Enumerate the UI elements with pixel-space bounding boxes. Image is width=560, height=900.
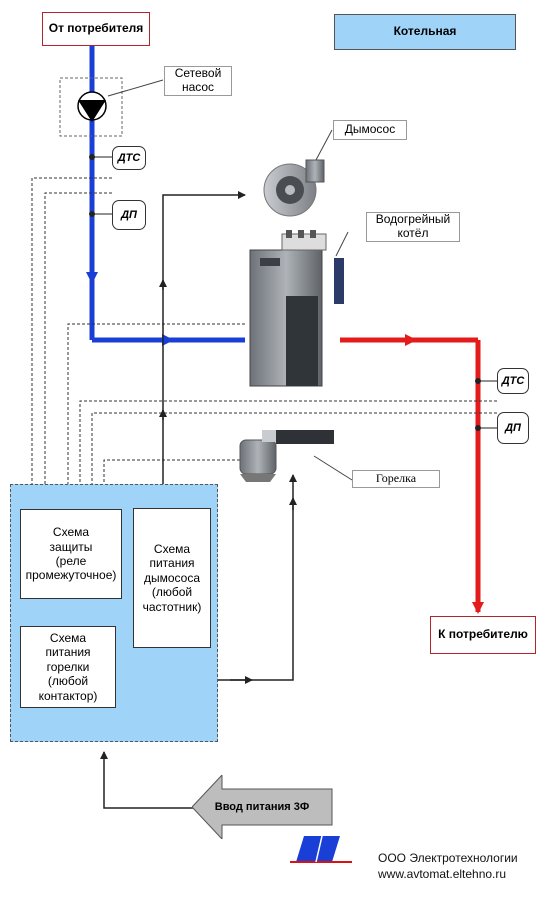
- to-consumer-label: К потребителю: [430, 616, 536, 654]
- power-input-arrow: Ввод питания 3Ф: [191, 773, 334, 841]
- smoke-exhauster-icon: [263, 129, 333, 217]
- burner-label: Горелка: [352, 470, 440, 488]
- sensor-taps-cold: [89, 154, 112, 217]
- dts-sensor-return: ДТС: [497, 368, 529, 394]
- dp-sensor-supply: ДП: [112, 200, 146, 230]
- burner-icon: [239, 430, 353, 482]
- boiler-room-title: Котельная: [334, 14, 516, 50]
- company-name: ООО Электротехнологии: [378, 851, 518, 865]
- power-input-label: Ввод питания 3Ф: [214, 801, 310, 813]
- pump-icon: [59, 77, 164, 137]
- company-url[interactable]: www.avtomat.eltehno.ru: [378, 867, 507, 882]
- dp-sensor-return: ДП: [497, 412, 529, 444]
- smoke-exhauster-label: Дымосос: [333, 120, 407, 140]
- signal-lines: [29, 177, 497, 499]
- sensor-taps-hot: [475, 378, 497, 431]
- water-boiler-label: Водогрейный котёл: [366, 212, 460, 242]
- company-logo: [290, 835, 352, 863]
- boiler-icon: [249, 230, 349, 387]
- from-consumer-label: От потребителя: [42, 12, 150, 46]
- hot-pipe: [340, 334, 484, 614]
- burner-power-circuit: Схема питания горелки (любой контактор): [20, 626, 116, 708]
- protection-circuit: Схема защиты (реле промежуточное): [20, 509, 122, 599]
- company-info: ООО Электротехнологии www.avtomat.eltehn…: [378, 850, 518, 882]
- network-pump-label: Сетевой насос: [164, 66, 232, 96]
- dts-sensor-supply: ДТС: [112, 146, 146, 170]
- exhauster-power-circuit: Схема питания дымососа (любой частотник): [133, 508, 211, 648]
